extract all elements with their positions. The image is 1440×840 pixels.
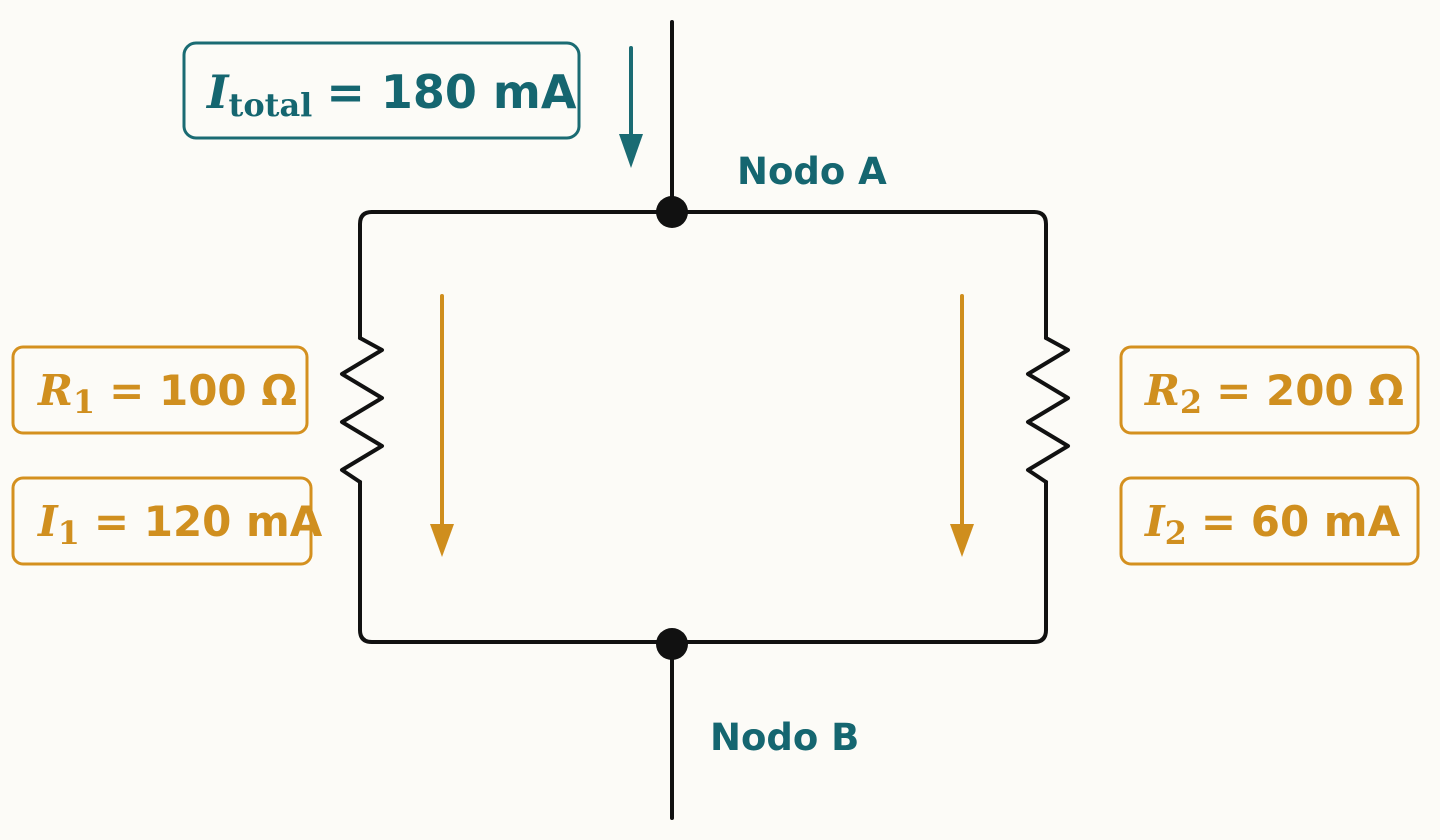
r2-value: = 200 Ω <box>1216 366 1404 415</box>
svg-text:R1= 100 Ω: R1 = 100 Ω <box>37 366 297 421</box>
left-branch-upper-wire <box>358 210 374 340</box>
resistor-r1-label: R1 = 100 Ω <box>11 345 309 435</box>
r1-value: = 100 Ω <box>109 366 297 415</box>
current-i1-label: I1 = 120 mA <box>11 476 323 566</box>
i2-subscript: 2 <box>1165 514 1187 552</box>
resistor-r1-symbol <box>340 336 384 484</box>
i1-symbol: I <box>37 497 59 546</box>
total-current-symbol: I <box>205 65 230 119</box>
total-current-subscript: total <box>229 86 313 124</box>
i1-value: = 120 mA <box>94 497 323 546</box>
left-branch-lower-wire <box>358 480 374 644</box>
svg-text:Itotal= 180 mA: Itotal = 180 mA <box>205 65 577 124</box>
node-b-junction-dot <box>656 628 688 660</box>
resistor-r2-label: R2 = 200 Ω <box>1119 345 1420 435</box>
r1-subscript: 1 <box>73 383 95 421</box>
r2-subscript: 2 <box>1180 383 1202 421</box>
i2-symbol: I <box>1144 497 1166 546</box>
svg-text:I2= 60 mA: I2 = 60 mA <box>1144 497 1401 552</box>
right-branch-lower-wire <box>1032 480 1048 644</box>
current-i2-label: I2 = 60 mA <box>1119 476 1420 566</box>
i1-current-arrow-icon <box>430 294 454 557</box>
node-a-label: Nodo A <box>737 150 887 193</box>
i1-subscript: 1 <box>58 514 80 552</box>
node-a-junction-dot <box>656 196 688 228</box>
r1-symbol: R <box>37 366 73 415</box>
svg-text:I1= 120 mA: I1 = 120 mA <box>37 497 323 552</box>
total-current-value: = 180 mA <box>326 65 577 119</box>
svg-text:R2= 200 Ω: R2 = 200 Ω <box>1144 366 1404 421</box>
resistor-r2-symbol <box>1026 336 1070 484</box>
total-current-label: Itotal = 180 mA <box>182 41 581 140</box>
total-current-arrow-icon <box>619 46 643 168</box>
right-branch-upper-wire <box>1032 210 1048 340</box>
node-b-label: Nodo B <box>710 716 859 759</box>
circuit-wires <box>358 20 1048 820</box>
r2-symbol: R <box>1144 366 1180 415</box>
i2-value: = 60 mA <box>1201 497 1401 546</box>
i2-current-arrow-icon <box>950 294 974 557</box>
